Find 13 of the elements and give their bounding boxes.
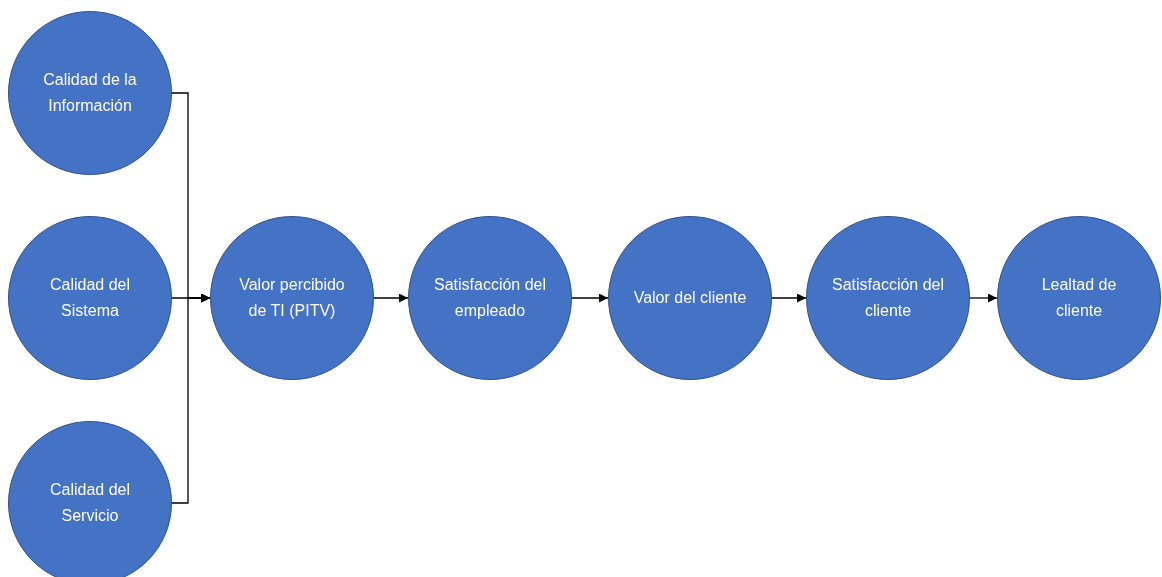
node-label: Lealtad de cliente xyxy=(1040,275,1118,321)
arrow xyxy=(373,293,409,303)
node-label: Calidad del Sistema xyxy=(48,275,132,321)
node-label: Satisfacción del cliente xyxy=(830,275,946,321)
node-label: Calidad del Servicio xyxy=(48,480,132,526)
node-label: Calidad de la Información xyxy=(42,70,138,116)
node-label: Satisfacción del empleado xyxy=(432,275,548,321)
node-label: Valor percibido de TI (PITV) xyxy=(238,275,346,321)
arrow xyxy=(771,293,807,303)
arrow xyxy=(571,293,609,303)
node-label: Valor del cliente xyxy=(632,288,748,308)
arrow xyxy=(969,293,998,303)
arrow xyxy=(171,293,211,504)
